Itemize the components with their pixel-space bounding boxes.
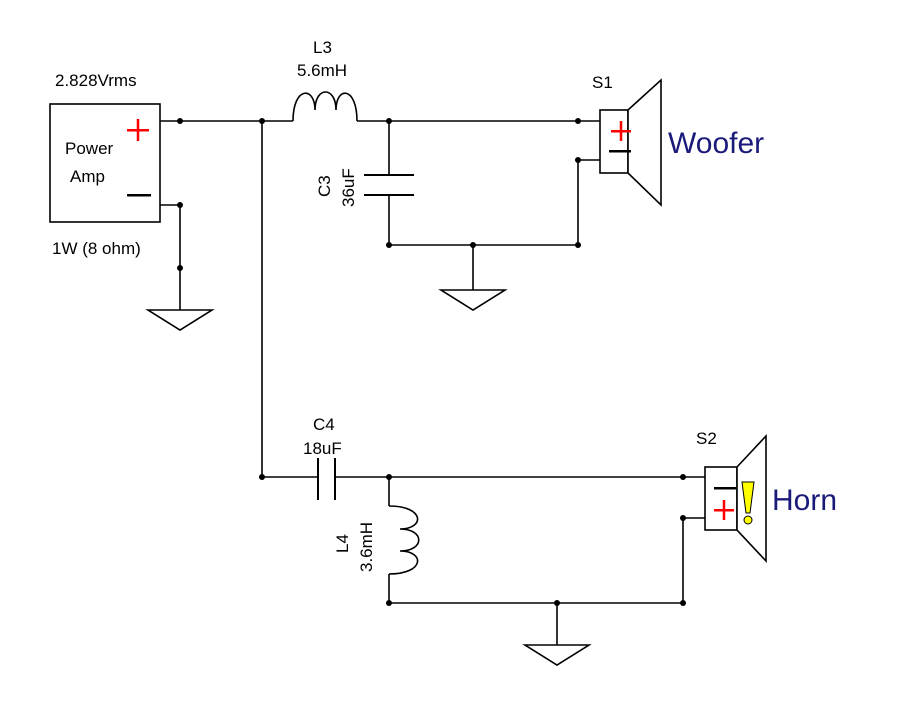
ground-symbol [145,309,215,331]
horn-minus-symbol [714,487,736,490]
hf-wiring [259,474,705,645]
amp-name-line2: Amp [70,167,105,186]
C4-value: 18uF [303,439,342,458]
amp-power-label: 1W (8 ohm) [52,239,141,258]
S2-ref: S2 [696,429,717,448]
L3-value: 5.6mH [297,61,347,80]
amp-minus-symbol [127,194,151,197]
C3-value: 36uF [339,168,358,207]
L4-ref: L4 [333,534,352,553]
C4-ref: C4 [313,415,335,434]
capacitor-C3: C3 36uF [315,168,414,207]
S1-ref: S1 [592,73,613,92]
amp-ground [145,202,215,331]
horn-magnet [704,466,738,531]
woofer-magnet [599,109,629,174]
L4-value: 3.6mH [357,522,376,572]
woofer-label: Woofer [668,127,764,160]
L3-ref: L3 [313,38,332,57]
woofer-cone [627,78,662,207]
main-wiring [160,118,600,477]
amp-name-line1: Power [65,139,114,158]
warning-icon [741,481,755,525]
power-amp: 2.828Vrms Power Amp 1W (8 ohm) [49,71,161,258]
horn-label: Horn [772,484,837,517]
inductor-L4: L4 3.6mH [333,505,420,575]
amp-voltage-label: 2.828Vrms [55,71,137,90]
power-amp-box [49,103,161,223]
capacitor-C4: C4 18uF [303,415,342,500]
C3-ref: C3 [315,175,334,197]
horn-ground-symbol [522,644,592,666]
speaker-S1: S1 Woofer [592,73,764,207]
inductor-L3: L3 5.6mH [292,38,358,122]
woofer-minus-symbol [609,150,631,153]
woofer-ground-symbol [438,289,508,311]
speaker-S2: S2 Horn [696,429,837,564]
